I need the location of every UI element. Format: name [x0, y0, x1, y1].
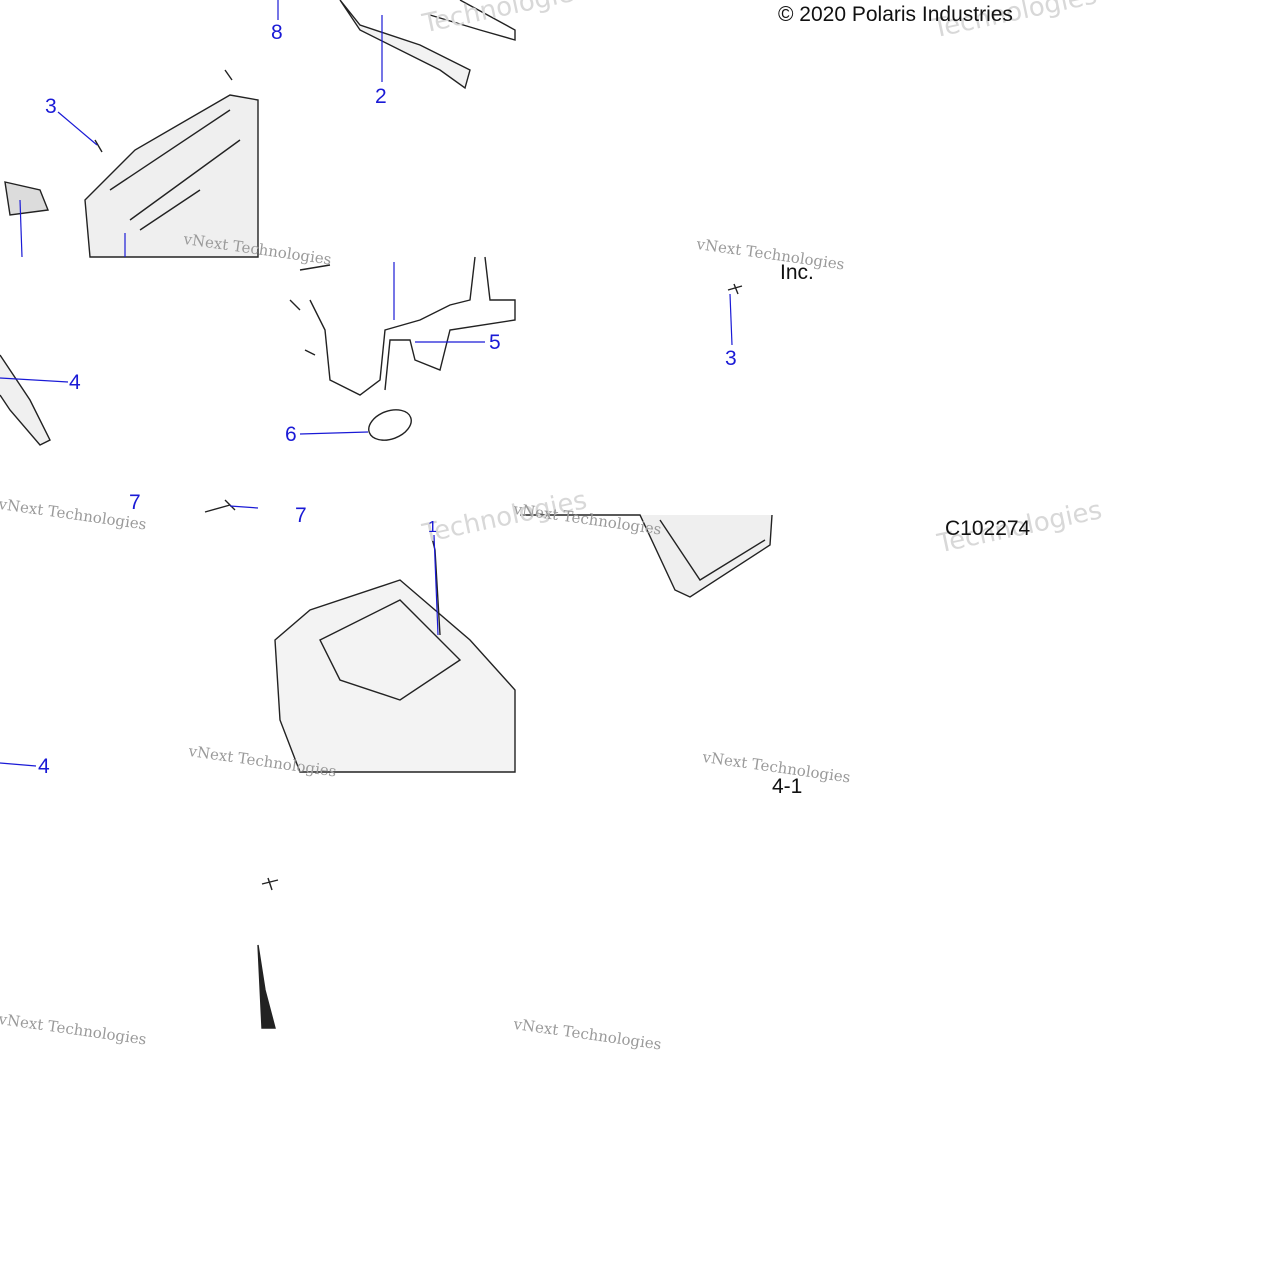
- callout-number: 3: [725, 347, 737, 370]
- figure-code: C102274: [945, 517, 1031, 540]
- callout-number: 4: [69, 371, 81, 394]
- page-code: 4-1: [772, 775, 803, 798]
- callout-number: 5: [489, 331, 501, 354]
- callout-number: 2: [375, 85, 387, 108]
- callout-number: 8: [271, 21, 283, 44]
- callout-number: 1: [428, 519, 437, 536]
- callout-number: 6: [285, 423, 297, 446]
- callout-number: 3: [45, 95, 57, 118]
- copyright-text: © 2020 Polaris Industries: [778, 3, 1013, 26]
- callout-number: 7: [295, 504, 307, 527]
- callout-number: 7: [129, 491, 141, 514]
- callout-number: 4: [38, 755, 50, 778]
- inc-text: Inc.: [780, 261, 814, 284]
